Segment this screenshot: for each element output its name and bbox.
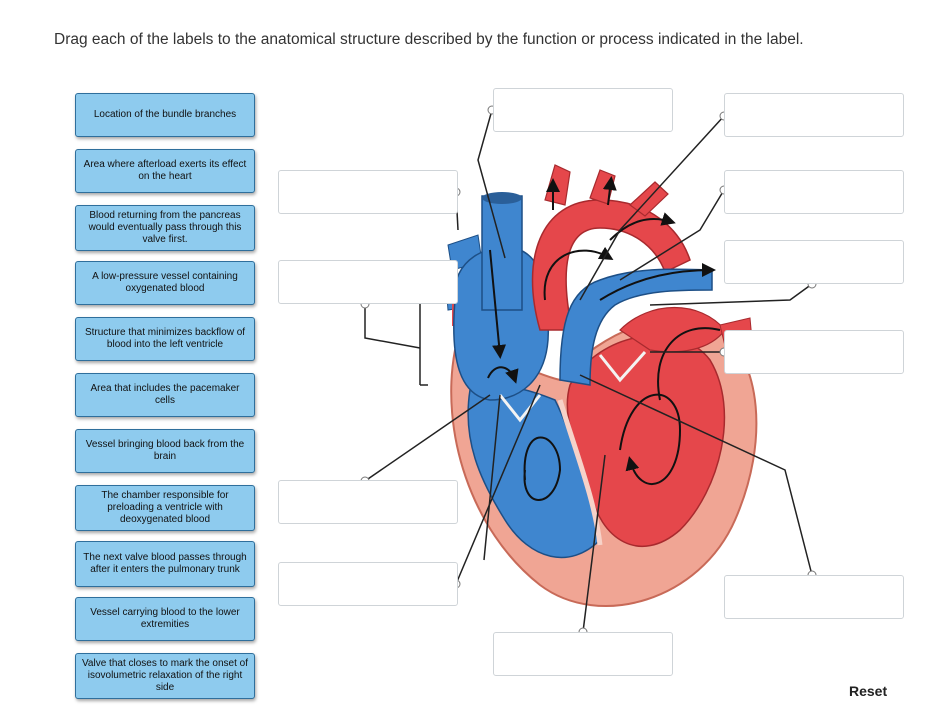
- drop-zone[interactable]: [724, 170, 904, 214]
- drop-zone[interactable]: [278, 562, 458, 606]
- label-text: Structure that minimizes backflow of blo…: [84, 327, 246, 350]
- drop-zone[interactable]: [278, 480, 458, 524]
- label-text: Area that includes the pacemaker cells: [90, 383, 240, 406]
- label-card[interactable]: Structure that minimizes backflow of blo…: [75, 317, 255, 361]
- leader-lines: [364, 109, 813, 633]
- label-card[interactable]: Area where afterload exerts its effect o…: [75, 149, 255, 193]
- label-card[interactable]: The chamber responsible for preloading a…: [75, 485, 255, 531]
- instructions-text: Drag each of the labels to the anatomica…: [54, 31, 804, 48]
- drop-zone[interactable]: [724, 240, 904, 284]
- drop-zone[interactable]: [493, 88, 673, 132]
- label-text: Area where afterload exerts its effect o…: [83, 159, 247, 182]
- superior-vena-cava: [481, 195, 523, 311]
- label-text: Blood returning from the pancreas would …: [88, 210, 242, 245]
- label-text: A low-pressure vessel containing oxygena…: [92, 271, 238, 294]
- label-text: The chamber responsible for preloading a…: [101, 490, 229, 525]
- drop-zone[interactable]: [493, 632, 673, 676]
- label-card[interactable]: Location of the bundle branches: [75, 93, 255, 137]
- drop-zone[interactable]: [724, 330, 904, 374]
- aorta: [531, 199, 691, 331]
- label-text: The next valve blood passes through afte…: [83, 552, 247, 575]
- drop-zone[interactable]: [278, 260, 458, 304]
- interventricular-septum: [557, 399, 603, 546]
- label-card[interactable]: Vessel carrying blood to the lower extre…: [75, 597, 255, 641]
- flow-arrows: [487, 176, 721, 501]
- mitral-valve: [598, 351, 647, 383]
- label-card[interactable]: Valve that closes to mark the onset of i…: [75, 653, 255, 699]
- label-card[interactable]: Blood returning from the pancreas would …: [75, 205, 255, 251]
- label-text: Location of the bundle branches: [93, 109, 237, 120]
- tricuspid-valve: [498, 394, 542, 423]
- label-text: Valve that closes to mark the onset of i…: [82, 658, 249, 693]
- drop-zone[interactable]: [278, 170, 458, 214]
- label-card[interactable]: The next valve blood passes through afte…: [75, 541, 255, 587]
- drop-zone[interactable]: [724, 575, 904, 619]
- drop-zone[interactable]: [724, 93, 904, 137]
- reset-button[interactable]: Reset: [849, 683, 888, 699]
- label-card[interactable]: A low-pressure vessel containing oxygena…: [75, 261, 255, 305]
- label-text: Vessel carrying blood to the lower extre…: [90, 607, 240, 630]
- label-text: Vessel bringing blood back from the brai…: [85, 439, 245, 462]
- label-card[interactable]: Area that includes the pacemaker cells: [75, 373, 255, 417]
- label-card[interactable]: Vessel bringing blood back from the brai…: [75, 429, 255, 473]
